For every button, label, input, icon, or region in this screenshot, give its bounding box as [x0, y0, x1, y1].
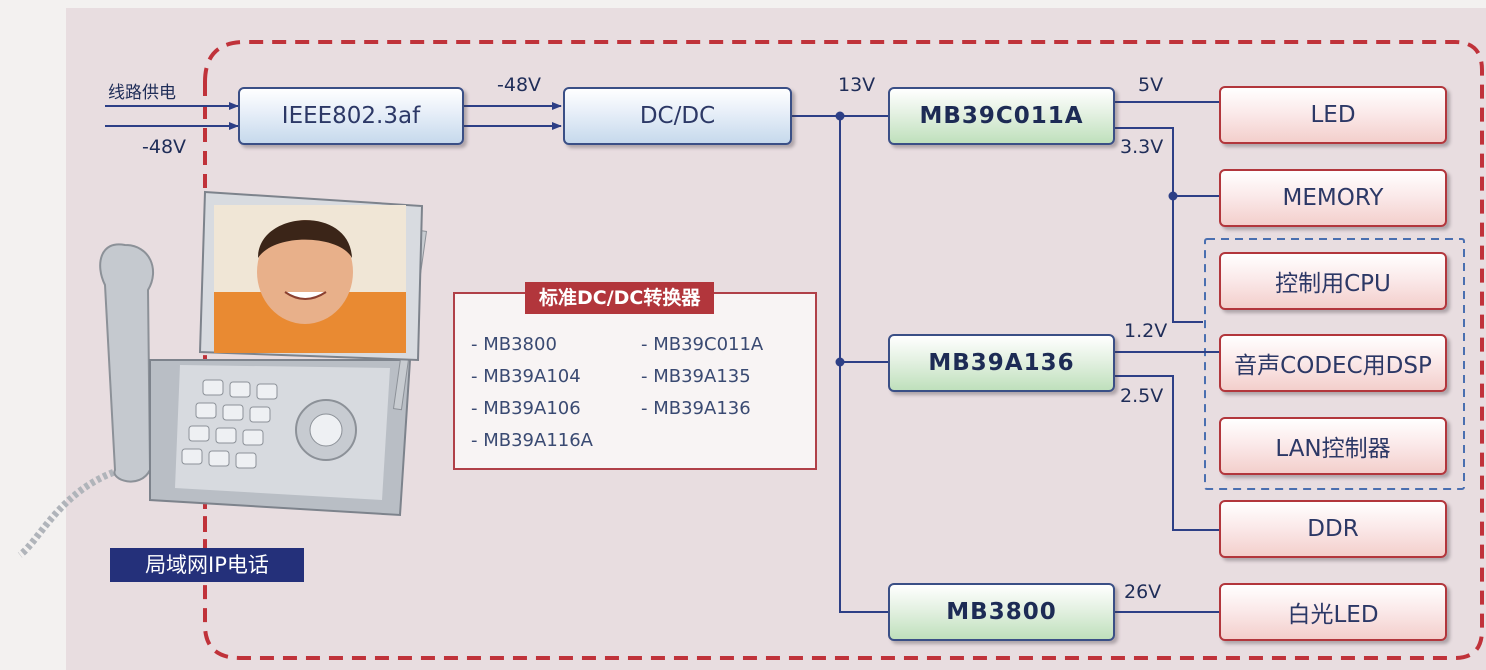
ieee802-3af-block: IEEE802.3af [238, 87, 464, 145]
converter-item: - MB39A116A [471, 430, 593, 451]
dcdc-block: DC/DC [563, 87, 792, 145]
cpu-load-block: 控制用CPU [1219, 252, 1447, 310]
mb3800-block: MB3800 [888, 583, 1115, 641]
converter-item: - MB39A104 [471, 366, 581, 387]
voltage-label-3-3v: 3.3V [1120, 136, 1164, 158]
dsp-load-block: 音声CODEC用DSP [1219, 334, 1447, 392]
ip-phone-label: 局域网IP电话 [110, 548, 304, 582]
processor-group-border [1204, 238, 1465, 490]
voltage-label-2-5v: 2.5V [1120, 385, 1164, 407]
voltage-label-26v: 26V [1124, 581, 1162, 603]
led-load-block: LED [1219, 86, 1447, 144]
converter-item: - MB39A106 [471, 398, 581, 419]
converter-item: - MB39A136 [641, 398, 751, 419]
standard-converter-title: 标准DC/DC转换器 [525, 282, 715, 314]
voltage-label-48v: -48V [497, 74, 542, 96]
lan-controller-load-block: LAN控制器 [1219, 417, 1447, 475]
mb39a136-block: MB39A136 [888, 334, 1115, 392]
converter-item: - MB3800 [471, 334, 557, 355]
ddr-load-block: DDR [1219, 500, 1447, 558]
converter-item: - MB39A135 [641, 366, 751, 387]
standard-converter-panel: 标准DC/DC转换器 - MB3800 - MB39C011A - MB39A1… [453, 282, 817, 470]
voltage-label-13v: 13V [838, 74, 876, 96]
white-led-load-block: 白光LED [1219, 583, 1447, 641]
mb39c011a-block: MB39C011A [888, 87, 1115, 145]
converter-item: - MB39C011A [641, 334, 764, 355]
ip-phone-illustration [17, 190, 428, 558]
voltage-label-5v: 5V [1138, 74, 1164, 96]
dashed-boundary [203, 40, 1484, 660]
voltage-label-1-2v: 1.2V [1124, 320, 1168, 342]
memory-load-block: MEMORY [1219, 169, 1447, 227]
line-power-label: 线路供电 [108, 83, 176, 103]
input-voltage-label: -48V [142, 136, 187, 158]
